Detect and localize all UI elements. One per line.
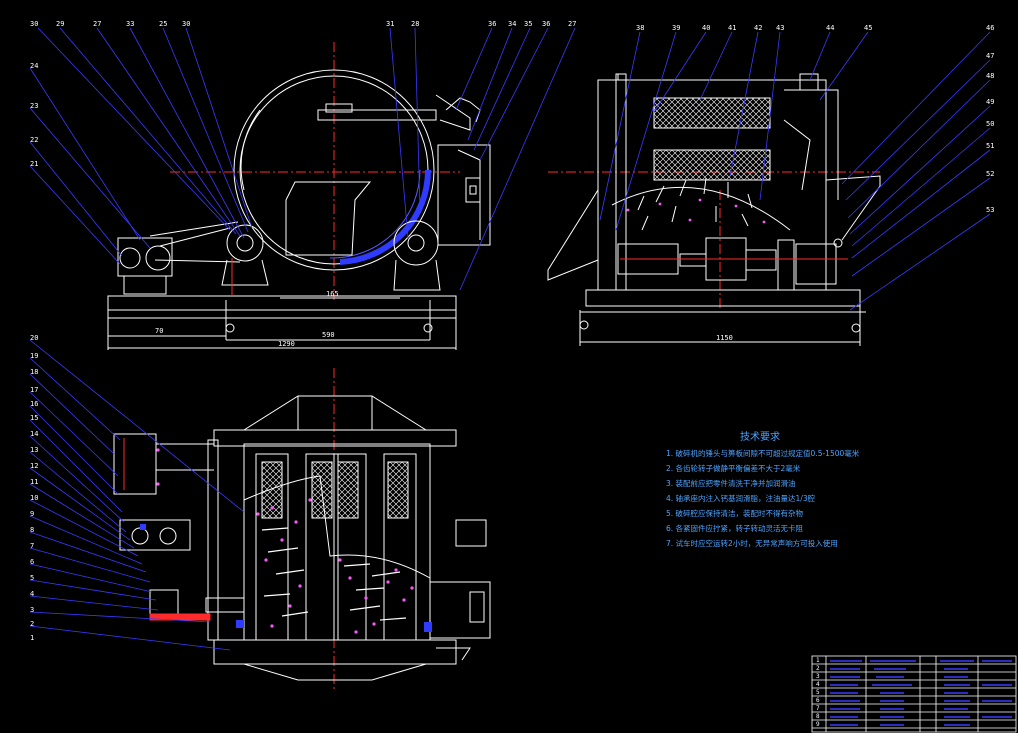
callout: 48 (986, 72, 994, 80)
requirement-item: 6. 各紧固件应拧紧，转子转动灵活无卡阻 (666, 524, 804, 533)
callout: 6 (30, 558, 34, 566)
callout: 46 (986, 24, 994, 32)
callout: 27 (93, 20, 101, 28)
callout: 20 (30, 334, 38, 342)
title-block-fills (830, 660, 1012, 726)
top-view-marks (156, 448, 414, 634)
callout: 1 (30, 634, 34, 642)
callout: 4 (30, 590, 34, 598)
callout: 29 (56, 20, 64, 28)
callout: 31 (386, 20, 394, 28)
callout: 9 (30, 510, 34, 518)
callout: 40 (702, 24, 710, 32)
title-block (811, 655, 1017, 733)
side-view-hatch-dots (626, 198, 766, 224)
callout: 28 (411, 20, 419, 28)
callout: 45 (864, 24, 872, 32)
dimension: 1290 (278, 340, 295, 348)
row-number: 7 (816, 705, 820, 712)
requirements-list: 1. 破碎机的锤头与箅板间隙不可超过规定值0.5-1500毫米 2. 各齿轮转子… (666, 446, 859, 551)
requirement-item: 2. 各齿轮转子做静平衡偏差不大于2毫米 (666, 464, 801, 473)
requirement-item: 4. 轴承座内注入钙基润滑脂，注油量达1/3腔 (666, 494, 816, 503)
callout: 25 (159, 20, 167, 28)
callout: 30 (182, 20, 190, 28)
callout: 5 (30, 574, 34, 582)
callout: 2 (30, 620, 34, 628)
callout: 52 (986, 170, 994, 178)
callout: 24 (30, 62, 38, 70)
callout: 27 (568, 20, 576, 28)
callout: 51 (986, 142, 994, 150)
callout: 22 (30, 136, 38, 144)
callout: 47 (986, 52, 994, 60)
row-number: 9 (816, 721, 820, 728)
callout: 36 (488, 20, 496, 28)
callout: 18 (30, 368, 38, 376)
row-number: 6 (816, 697, 820, 704)
callout: 53 (986, 206, 994, 214)
row-number: 3 (816, 673, 820, 680)
dimension: 1150 (716, 334, 733, 342)
requirement-item: 5. 破碎腔应保持清洁，装配时不得有杂物 (666, 509, 804, 518)
callout: 39 (672, 24, 680, 32)
callout: 15 (30, 414, 38, 422)
callout: 30 (30, 20, 38, 28)
callout: 14 (30, 430, 38, 438)
side-view-leaders (599, 31, 991, 311)
top-view-leaders (29, 339, 245, 651)
callout: 36 (542, 20, 550, 28)
callout: 7 (30, 542, 34, 550)
title-block-row-numbers: 1 2 3 4 5 6 7 8 9 (816, 657, 820, 728)
row-number: 5 (816, 689, 820, 696)
row-number: 4 (816, 681, 820, 688)
callout: 42 (754, 24, 762, 32)
callout: 44 (826, 24, 834, 32)
callout: 21 (30, 160, 38, 168)
top-view-callouts: 20 19 18 17 16 15 14 13 12 11 10 9 8 7 6… (30, 334, 38, 642)
callout: 13 (30, 446, 38, 454)
callout: 43 (776, 24, 784, 32)
requirement-item: 3. 装配前应把零件清洗干净并加润滑油 (666, 479, 796, 488)
front-view-leaders (29, 27, 576, 291)
callout: 49 (986, 98, 994, 106)
callout: 41 (728, 24, 736, 32)
callout: 35 (524, 20, 532, 28)
callout: 16 (30, 400, 38, 408)
callout: 23 (30, 102, 38, 110)
front-view-callouts: 30 29 27 33 25 30 31 28 36 34 35 36 27 2… (30, 20, 576, 348)
front-view (107, 42, 491, 350)
callout: 10 (30, 494, 38, 502)
side-view (547, 73, 881, 346)
requirement-item: 1. 破碎机的锤头与箅板间隙不可超过规定值0.5-1500毫米 (666, 449, 860, 458)
row-number: 8 (816, 713, 820, 720)
callout: 34 (508, 20, 516, 28)
callout: 3 (30, 606, 34, 614)
top-view (113, 368, 491, 692)
top-view-accents (140, 524, 432, 632)
callout: 12 (30, 462, 38, 470)
side-view-hammers (637, 177, 753, 231)
callout: 50 (986, 120, 994, 128)
callout: 8 (30, 526, 34, 534)
callout: 11 (30, 478, 38, 486)
side-view-callouts: 38 39 40 41 42 43 44 45 46 47 48 49 50 5… (636, 24, 994, 342)
row-number: 2 (816, 665, 820, 672)
requirements-title: 技术要求 (740, 432, 780, 443)
callout: 17 (30, 386, 38, 394)
dimension: 165 (326, 290, 339, 298)
dimension: 590 (322, 331, 335, 339)
callout: 38 (636, 24, 644, 32)
requirement-item: 7. 试车时应空运转2小时，无异常声响方可投入使用 (666, 539, 838, 548)
callout: 33 (126, 20, 134, 28)
callout: 19 (30, 352, 38, 360)
top-view-hammers (261, 527, 407, 621)
row-number: 1 (816, 657, 820, 664)
dimension: 70 (155, 327, 163, 335)
